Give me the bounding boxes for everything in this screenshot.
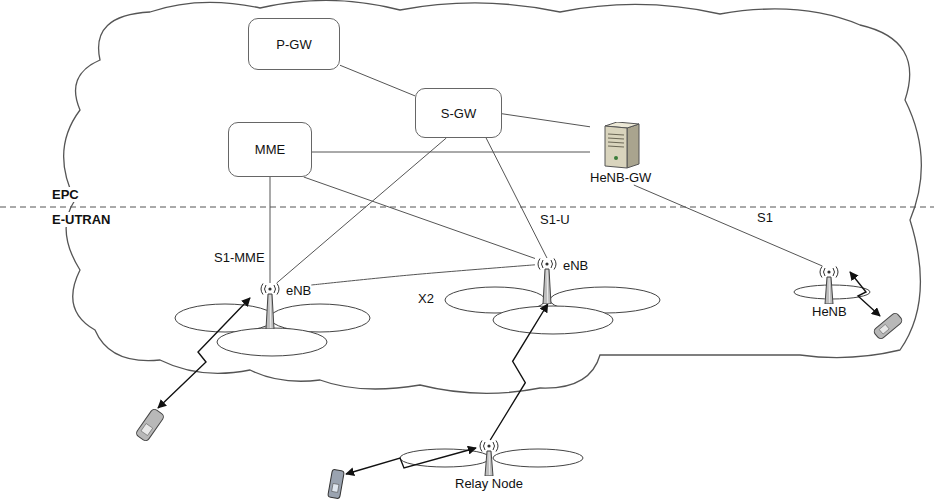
domain-label: E-UTRAN: [50, 212, 113, 227]
cell-ellipse: [493, 449, 583, 467]
base-station: eNB: [258, 283, 311, 329]
interface-line: [486, 138, 547, 258]
server-icon: [599, 122, 643, 170]
domain-label: EPC: [50, 187, 81, 202]
tower-body: [825, 277, 833, 304]
cell-coverage: [175, 285, 870, 467]
server-light: [614, 156, 618, 160]
server-slot: [608, 146, 624, 147]
node-label: HeNB: [812, 304, 847, 319]
network-cloud: [64, 0, 922, 393]
tower-highlight: [488, 452, 490, 475]
node-label: eNB: [563, 258, 588, 273]
radio-link: [490, 304, 547, 440]
antenna-dot: [268, 287, 271, 290]
gateway-box: S-GW: [415, 88, 502, 138]
radio-waves: [261, 284, 279, 295]
phone-screen: [332, 483, 339, 492]
interface-line: [304, 177, 535, 258]
cell-ellipse: [175, 304, 275, 332]
node-label: eNB: [286, 283, 311, 298]
interface-line: [502, 114, 590, 127]
radio-waves: [820, 267, 838, 278]
node-label: MME: [255, 142, 285, 157]
phone-body: [328, 469, 345, 499]
node-label: HeNB-GW: [590, 170, 651, 185]
node-label: P-GW: [276, 37, 311, 52]
phone-icon: [135, 408, 165, 442]
cell-ellipse: [270, 304, 370, 332]
radio-link: [850, 272, 880, 316]
tower-body: [543, 269, 551, 304]
home-base-station: HeNB: [812, 266, 847, 319]
radio-link: [158, 298, 250, 408]
antenna-icon: [477, 440, 501, 476]
domain-divider: [0, 207, 934, 208]
tower-highlight: [547, 270, 549, 303]
radio-links: [158, 272, 880, 474]
interface-line: [311, 265, 535, 285]
antenna-icon: [535, 258, 559, 304]
server-slot: [608, 142, 624, 143]
cell-ellipse: [493, 306, 613, 334]
server-slot: [608, 134, 624, 135]
tower-body: [485, 451, 493, 476]
antenna-dot: [828, 270, 831, 273]
phone-screen: [141, 424, 153, 436]
interface-label: S1-U: [538, 212, 572, 227]
node-label: Relay Node: [455, 476, 523, 491]
interface-label: S1: [755, 210, 775, 225]
tower-highlight: [829, 278, 831, 303]
server-front: [605, 126, 627, 168]
antenna-dot: [487, 444, 490, 447]
radio-waves: [538, 259, 556, 270]
tower-highlight: [270, 295, 272, 328]
cell-ellipse: [217, 328, 327, 356]
tower-body: [266, 294, 274, 329]
server-side: [627, 124, 639, 168]
relay-node: Relay Node: [455, 440, 523, 491]
phone-icon: [328, 469, 345, 499]
server-slot: [608, 138, 624, 139]
base-station: eNB: [535, 258, 588, 304]
phone-icon: [873, 312, 904, 340]
interface-line: [340, 65, 415, 96]
interface-label: S1-MME: [212, 250, 267, 265]
antenna-icon: [258, 283, 282, 329]
cell-ellipse: [400, 449, 490, 467]
antenna-icon: [817, 266, 841, 304]
mme-box: MME: [228, 122, 312, 177]
phone-screen: [879, 324, 889, 334]
interface-line: [312, 152, 590, 153]
interface-line: [634, 185, 823, 266]
radio-waves: [480, 441, 498, 452]
radio-link: [346, 448, 476, 474]
gateway-box: P-GW: [248, 18, 340, 70]
antenna-dot: [545, 262, 548, 265]
phone-body: [873, 312, 904, 340]
node-label: S-GW: [441, 106, 476, 121]
server-node: HeNB-GW: [590, 122, 651, 185]
interface-line: [270, 177, 271, 283]
interface-label: X2: [416, 291, 436, 306]
phone-body: [135, 408, 165, 442]
